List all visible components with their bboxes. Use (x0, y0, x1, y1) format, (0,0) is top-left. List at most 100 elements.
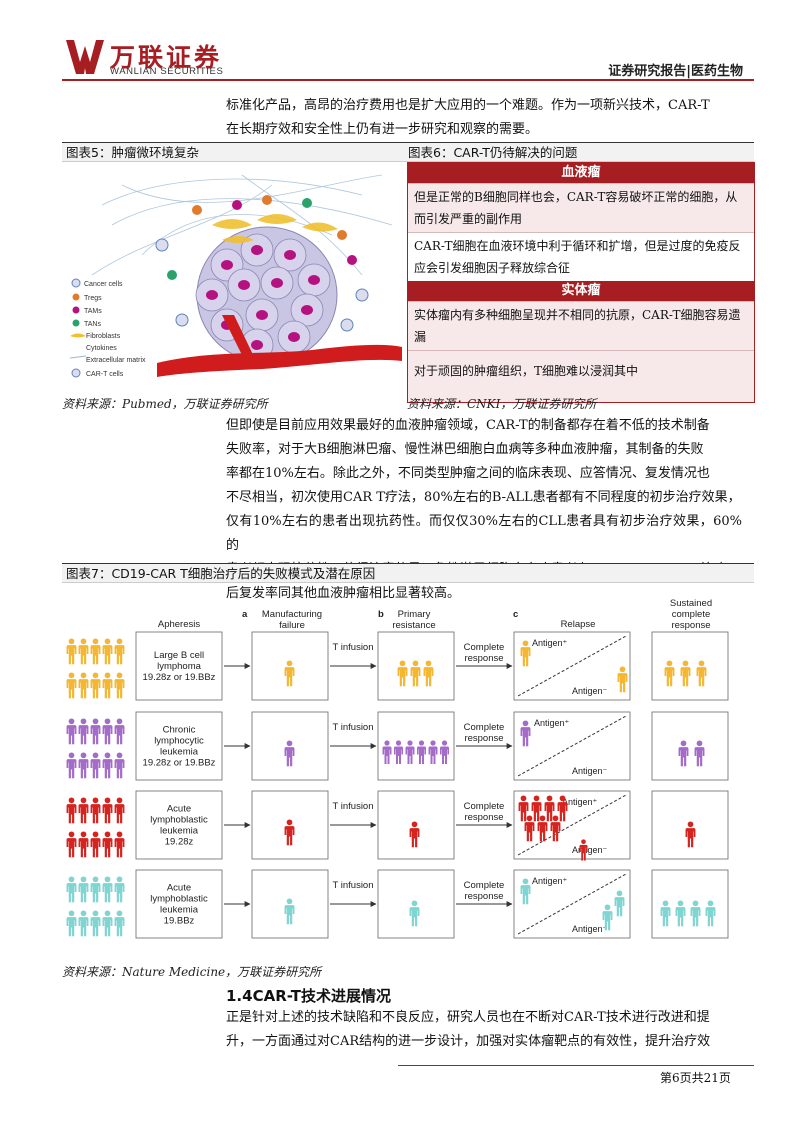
person-icon (102, 876, 113, 903)
column-letter-c: c (513, 609, 518, 620)
tumor-microenvironment-figure: Cancer cells Tregs TAMs TANs Fibroblasts… (69, 174, 402, 378)
person-icon (78, 718, 89, 745)
person-icon (114, 718, 125, 745)
diagonal-divider (517, 873, 627, 935)
person-icon (114, 910, 125, 937)
legend-item: Tregs (84, 295, 102, 302)
legend-item: Extracellular matrix (86, 357, 146, 364)
table-section-header: 实体瘤 (408, 281, 754, 301)
section-title: 1.4CAR-T技术进展情况 (226, 987, 391, 1005)
text-line: 标准化产品，高昂的治疗费用也是扩大应用的一个难题。作为一项新兴技术，CAR-T (226, 98, 710, 113)
logo-chinese: 万联证券 (110, 43, 223, 72)
panel-box (135, 869, 223, 939)
legend-item: Cytokines (86, 345, 117, 352)
t-cell-infusion-label: T infusion (332, 801, 373, 812)
person-icon (78, 797, 89, 824)
person-icon (90, 797, 101, 824)
person-icon (114, 672, 125, 699)
person-icon (66, 831, 77, 858)
blood-vessel (157, 344, 402, 377)
panel-box (651, 631, 729, 701)
text-line: 升，一方面通过对CAR结构的进一步设计，加强对实体瘤靶点的有效性，提升治疗效 (226, 1034, 711, 1049)
person-icon (102, 910, 113, 937)
report-type: 证券研究报告|医药生物 (608, 64, 743, 79)
logo-english: WANLIAN SECURITIES (110, 66, 224, 77)
panel-box (377, 711, 455, 781)
person-icon (114, 797, 125, 824)
column-relapse: Relapse (561, 619, 596, 630)
text-line: 仅有10%左右的患者出现抗药性。而仅仅30%左右的CLL患者具有初步治疗效果，6… (226, 514, 742, 553)
person-icon (114, 638, 125, 665)
person-icon (102, 797, 113, 824)
person-icon (78, 638, 89, 665)
person-icon (66, 718, 77, 745)
person-icon (66, 797, 77, 824)
legend-item: CAR-T cells (86, 371, 124, 378)
footer-divider (398, 1065, 754, 1066)
figure7-caption: 图表7：CD19-CAR T细胞治疗后的失败模式及潜在原因 (62, 563, 754, 583)
person-icon (114, 831, 125, 858)
antigen-negative-label: Antigen⁻ (572, 686, 608, 696)
person-icon (102, 672, 113, 699)
section-paragraph: 正是针对上述的技术缺陷和不良反应，研究人员也在不断对CAR-T技术进行改进和提 … (226, 1006, 742, 1054)
person-icon (78, 752, 89, 779)
legend-item: TAMs (84, 308, 102, 315)
diagonal-divider (517, 794, 627, 856)
person-icon (90, 672, 101, 699)
tumor-mass (195, 226, 338, 364)
fibroblasts (212, 214, 338, 243)
person-icon (114, 752, 125, 779)
person-icon (102, 752, 113, 779)
panel-box (135, 790, 223, 860)
figure6-source: 资料来源：CNKI，万联证券研究所 (407, 397, 597, 411)
column-apheresis: Apheresis (158, 619, 200, 630)
figure6-caption: 图表6：CAR-T仍待解决的问题 (404, 142, 754, 162)
page-number: 第6页共21页 (660, 1071, 731, 1085)
t-cell-infusion-label: T infusion (332, 880, 373, 891)
person-icon (78, 876, 89, 903)
table-row: 实体瘤内有多种细胞呈现并不相同的抗原，CAR-T细胞容易遗漏 (408, 301, 754, 350)
person-icon (90, 752, 101, 779)
legend-item: TANs (84, 321, 101, 328)
person-icon (66, 910, 77, 937)
wanlian-logo-icon (66, 40, 104, 74)
figure5-caption: 图表5：肿瘤微环境复杂 (62, 142, 404, 162)
panel-box (135, 711, 223, 781)
diagonal-divider (517, 715, 627, 777)
person-icon (66, 672, 77, 699)
text-line: 失败率，对于大B细胞淋巴瘤、慢性淋巴细胞白血病等多种血液肿瘤，其制备的失败 (226, 442, 704, 457)
antigen-negative-label: Antigen⁻ (572, 766, 608, 776)
text-line: 不尽相当，初次使用CAR T疗法，80%左右的B-ALL患者都有不同程度的初步治… (226, 490, 741, 505)
table-row: 但是正常的B细胞同样也会，CAR-T容易破坏正常的细胞，从而引发严重的副作用 (408, 183, 754, 232)
person-icon (90, 638, 101, 665)
person-icon (114, 876, 125, 903)
legend-item: Cancer cells (84, 281, 123, 288)
antigen-positive-label: Antigen⁺ (532, 638, 568, 648)
text-line: 但即使是目前应用效果最好的血液肿瘤领域，CAR-T的制备都存在着不低的技术制备 (226, 418, 710, 433)
person-icon (66, 638, 77, 665)
antigen-positive-label: Antigen⁺ (532, 876, 568, 886)
person-icon (90, 876, 101, 903)
antigen-positive-label: Antigen⁺ (534, 718, 570, 728)
table-row: CAR-T细胞在血液环境中利于循环和扩增，但是过度的免疫反应会引发细胞因子释放综… (408, 232, 754, 281)
intro-paragraph: 标准化产品，高昂的治疗费用也是扩大应用的一个难题。作为一项新兴技术，CAR-T … (226, 94, 742, 142)
antigen-negative-label: Antigen⁻ (572, 845, 608, 855)
person-icon (102, 718, 113, 745)
antigen-positive-label: Antigen⁺ (562, 797, 598, 807)
person-icon (66, 876, 77, 903)
legend-item: Fibroblasts (86, 333, 121, 340)
car-t-problems-table: 血液瘤 但是正常的B细胞同样也会，CAR-T容易破坏正常的细胞，从而引发严重的副… (407, 162, 755, 403)
person-icon (90, 718, 101, 745)
